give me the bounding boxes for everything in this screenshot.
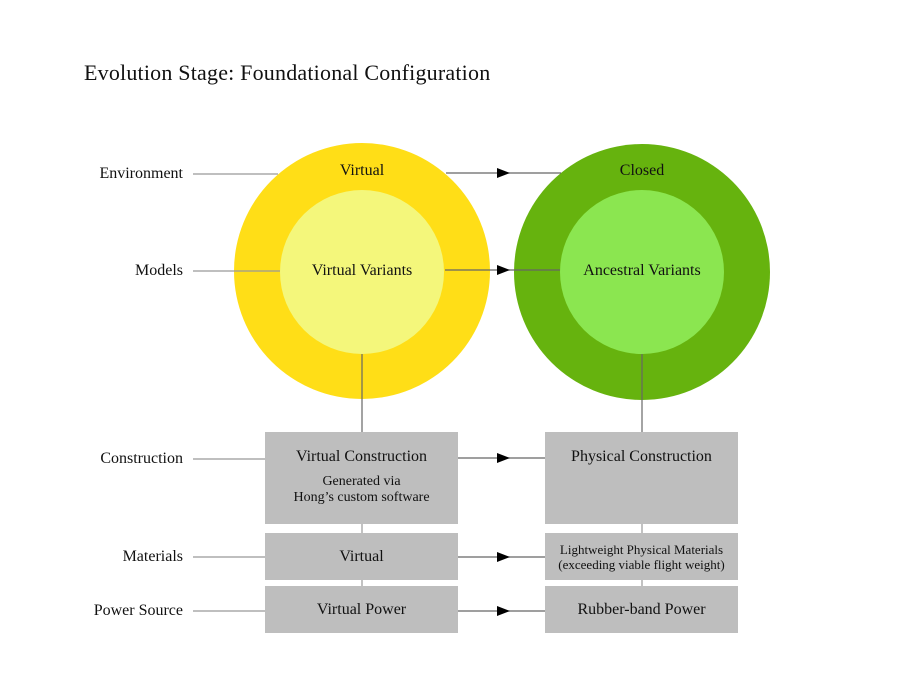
subtitle-line-2: Hong’s custom software — [293, 490, 430, 505]
ancestral-variants-circle — [560, 190, 724, 354]
physical-construction-box: Physical Construction — [545, 432, 738, 524]
right-environment-label: Closed — [619, 162, 665, 179]
row-label-models: Models — [135, 262, 183, 279]
models-arrowhead-icon — [497, 265, 510, 275]
rubber-band-power-label: Rubber-band Power — [577, 600, 706, 618]
environment-arrowhead-icon — [497, 168, 510, 178]
page-title: Evolution Stage: Foundational Configurat… — [84, 60, 491, 85]
virtual-materials-box: Virtual — [265, 533, 458, 580]
materials-arrowhead-icon — [497, 552, 510, 562]
left-environment-label: Virtual — [339, 162, 385, 179]
virtual-power-label: Virtual Power — [316, 600, 407, 618]
power-arrowhead-icon — [497, 606, 510, 616]
right-models-label: Ancestral Variants — [583, 262, 701, 279]
row-label-environment: Environment — [99, 165, 183, 182]
row-label-power-source: Power Source — [93, 602, 183, 619]
row-label-construction: Construction — [100, 450, 183, 467]
virtual-materials-label: Virtual — [339, 547, 384, 565]
physical-materials-line-2: (exceeding viable flight weight) — [558, 556, 725, 572]
virtual-construction-subtitle: Generated via Hong’s custom software — [265, 474, 458, 506]
left-models-label: Virtual Variants — [311, 262, 413, 279]
physical-construction-title: Physical Construction — [571, 448, 712, 465]
subtitle-line-1: Generated via — [322, 474, 401, 489]
construction-arrowhead-icon — [497, 453, 510, 463]
rubber-band-power-box: Rubber-band Power — [545, 586, 738, 633]
physical-materials-box: Lightweight Physical Materials (exceedin… — [545, 533, 738, 580]
row-label-materials: Materials — [122, 548, 183, 565]
physical-materials-line-1: Lightweight Physical Materials — [559, 541, 724, 557]
virtual-construction-box: Virtual Construction Generated via Hong’… — [265, 432, 458, 524]
virtual-power-box: Virtual Power — [265, 586, 458, 633]
virtual-construction-title: Virtual Construction — [295, 448, 428, 465]
virtual-variants-circle — [280, 190, 444, 354]
